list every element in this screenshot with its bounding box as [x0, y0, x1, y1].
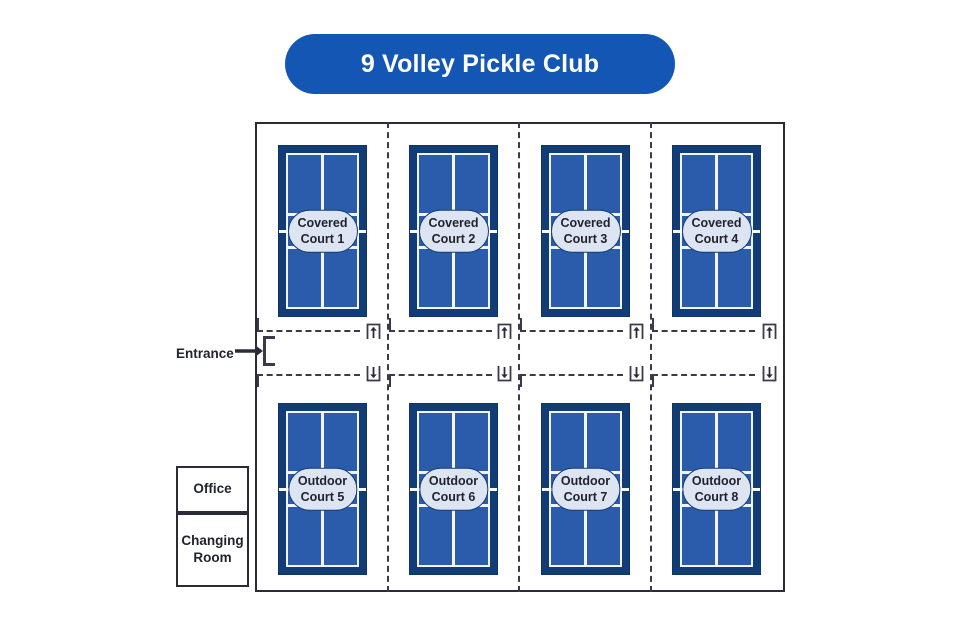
court-centre-line-top [321, 155, 324, 213]
lower-corridor-tick-4 [652, 374, 654, 387]
court-centre-line-top [452, 155, 455, 213]
outdoor-court-8[interactable]: Outdoor Court 8 [672, 403, 761, 575]
court-label-line2: Court 2 [431, 232, 476, 246]
court-centre-line-bottom [584, 249, 587, 307]
lower-corridor-dash-1 [257, 374, 360, 376]
entrance-label: Entrance [176, 346, 234, 361]
court-centre-line-top [452, 413, 455, 471]
court-centre-line-top [321, 413, 324, 471]
court-label-line2: Court 6 [431, 490, 476, 504]
court-label-line1: Outdoor [560, 473, 611, 488]
court-centre-line-bottom [715, 249, 718, 307]
court-label: Covered Court 4 [681, 209, 752, 253]
court-label-line1: Covered [691, 215, 742, 230]
lower-corridor-tick-3 [520, 374, 522, 387]
upper-corridor-tick-1 [257, 318, 259, 331]
covered-court-1[interactable]: Covered Court 1 [278, 145, 367, 317]
court-label-line1: Outdoor [428, 473, 479, 488]
court-column-divider-1 [387, 122, 389, 592]
lower-corridor-dash-2 [389, 374, 492, 376]
court-label: Outdoor Court 7 [550, 467, 621, 511]
court-centre-line-top [584, 413, 587, 471]
arrow-up-gate-icon-1[interactable] [366, 322, 381, 340]
court-label-line2: Court 8 [694, 490, 739, 504]
court-centre-line-bottom [321, 249, 324, 307]
arrow-down-gate-icon-2[interactable] [497, 365, 512, 383]
room-office[interactable]: Office [176, 466, 249, 513]
covered-court-2[interactable]: Covered Court 2 [409, 145, 498, 317]
court-column-divider-2 [518, 122, 520, 592]
court-label: Outdoor Court 5 [287, 467, 358, 511]
arrow-up-gate-icon-4[interactable] [762, 322, 777, 340]
court-centre-line-top [584, 155, 587, 213]
court-label: Covered Court 3 [550, 209, 621, 253]
court-label-line1: Covered [297, 215, 348, 230]
court-label-line1: Outdoor [691, 473, 742, 488]
upper-corridor-dash-2 [389, 330, 492, 332]
page-title: 9 Volley Pickle Club [360, 49, 600, 78]
arrow-down-gate-icon-4[interactable] [762, 365, 777, 383]
upper-corridor-dash-4 [652, 330, 755, 332]
entrance[interactable]: Entrance [176, 336, 277, 371]
covered-court-4[interactable]: Covered Court 4 [672, 145, 761, 317]
court-label-line1: Covered [428, 215, 479, 230]
court-label: Covered Court 2 [418, 209, 489, 253]
court-label-line2: Court 5 [300, 490, 345, 504]
room-changing-room-label-line2: Room [193, 550, 232, 565]
page-title-banner: 9 Volley Pickle Club [285, 34, 675, 94]
arrow-up-gate-icon-3[interactable] [629, 322, 644, 340]
upper-corridor-tick-4 [652, 318, 654, 331]
court-centre-line-bottom [321, 507, 324, 565]
court-centre-line-top [715, 155, 718, 213]
court-label-line2: Court 7 [563, 490, 608, 504]
upper-corridor-dash-1 [257, 330, 360, 332]
lower-corridor-tick-1 [257, 374, 259, 387]
court-label-line1: Outdoor [297, 473, 348, 488]
upper-corridor-dash-3 [520, 330, 623, 332]
outdoor-court-5[interactable]: Outdoor Court 5 [278, 403, 367, 575]
outdoor-court-7[interactable]: Outdoor Court 7 [541, 403, 630, 575]
court-centre-line-bottom [452, 249, 455, 307]
covered-court-3[interactable]: Covered Court 3 [541, 145, 630, 317]
room-changing-room-label: Changing Room [181, 533, 243, 567]
outdoor-court-6[interactable]: Outdoor Court 6 [409, 403, 498, 575]
court-centre-line-top [715, 413, 718, 471]
court-label-line1: Covered [560, 215, 611, 230]
court-column-divider-3 [650, 122, 652, 592]
court-label-line2: Court 1 [300, 232, 345, 246]
arrow-right-icon [234, 336, 277, 371]
lower-corridor-tick-2 [389, 374, 391, 387]
court-label-line2: Court 3 [563, 232, 608, 246]
court-label: Covered Court 1 [287, 209, 358, 253]
upper-corridor-tick-2 [389, 318, 391, 331]
arrow-up-gate-icon-2[interactable] [497, 322, 512, 340]
upper-corridor-tick-3 [520, 318, 522, 331]
room-office-label: Office [193, 481, 232, 497]
court-centre-line-bottom [584, 507, 587, 565]
court-label: Outdoor Court 6 [418, 467, 489, 511]
court-centre-line-bottom [715, 507, 718, 565]
lower-corridor-dash-3 [520, 374, 623, 376]
arrow-down-gate-icon-3[interactable] [629, 365, 644, 383]
lower-corridor-dash-4 [652, 374, 755, 376]
room-changing-room-label-line1: Changing [181, 533, 244, 549]
court-label-line2: Court 4 [694, 232, 739, 246]
court-label: Outdoor Court 8 [681, 467, 752, 511]
room-changing-room[interactable]: Changing Room [176, 513, 249, 587]
court-centre-line-bottom [452, 507, 455, 565]
arrow-down-gate-icon-1[interactable] [366, 365, 381, 383]
